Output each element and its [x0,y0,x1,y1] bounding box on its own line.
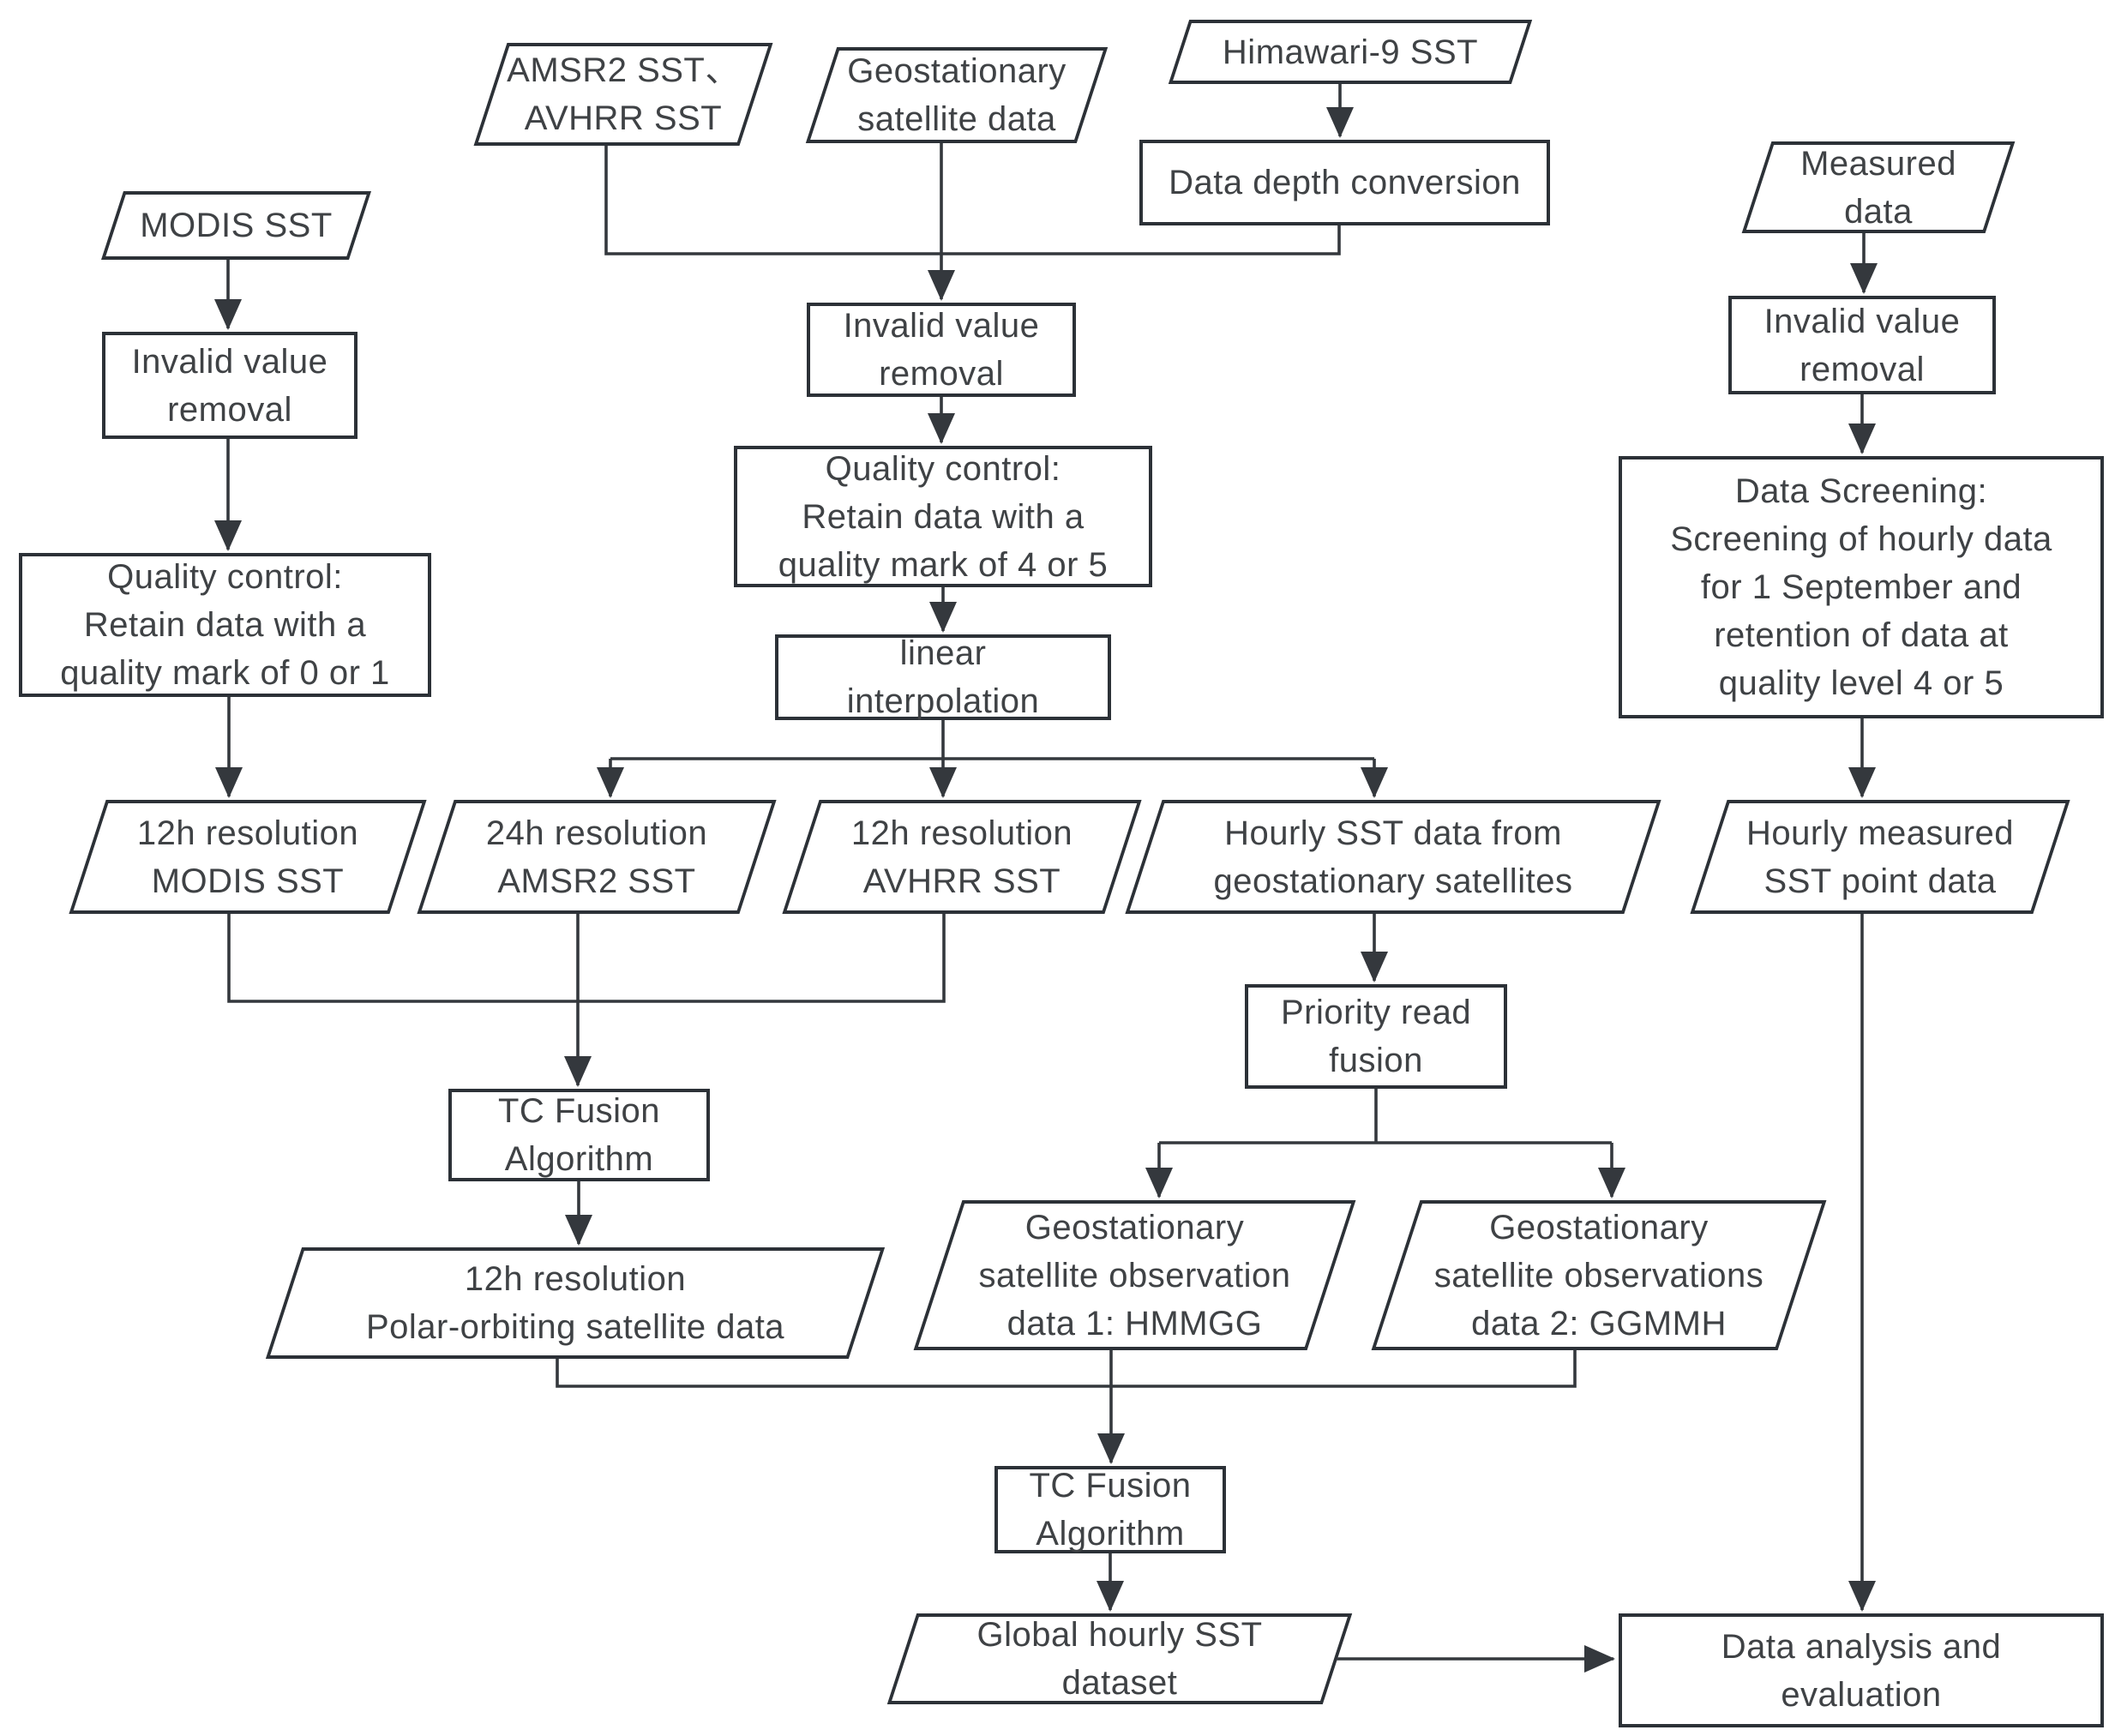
node-invalid-removal-right: Invalid value removal [1728,296,1996,394]
node-amsr2-avhrr-sst: AMSR2 SST、 AVHRR SST [473,43,773,146]
node-quality-control-mid: Quality control: Retain data with a qual… [734,446,1152,587]
node-invalid-removal-left: Invalid value removal [102,332,358,439]
node-global-dataset: Global hourly SST dataset [886,1613,1353,1704]
node-data-depth-conversion: Data depth conversion [1139,140,1550,225]
connector-polar-to-merge [556,1359,1111,1388]
node-label: Invalid value removal [843,307,1040,393]
node-label: TC Fusion Algorithm [1029,1467,1192,1553]
node-label: TC Fusion Algorithm [498,1092,660,1178]
node-label: Data depth conversion [1169,164,1521,201]
node-priority-read-fusion: Priority read fusion [1245,984,1507,1089]
node-label: Invalid value removal [1764,302,1961,388]
node-label: Geostationary satellite observation data… [978,1208,1291,1343]
node-label: Measured data [1800,144,1956,231]
node-label: Geostationary satellite observations dat… [1433,1208,1764,1343]
connector-amsr2avhrr-to-merge [604,145,941,255]
node-quality-control-left: Quality control: Retain data with a qual… [19,553,431,697]
node-label: 12h resolution AVHRR SST [850,814,1073,900]
node-label: Geostationary satellite data [847,52,1067,138]
node-data-analysis: Data analysis and evaluation [1619,1613,2104,1727]
node-geo-obs-1: Geostationary satellite observation data… [913,1200,1356,1350]
node-label: Data Screening: Screening of hourly data… [1670,472,2052,702]
node-label: Hourly measured SST point data [1745,814,2015,900]
connector-depthconv-to-merge [941,225,1341,255]
node-label: AMSR2 SST、 AVHRR SST [507,51,740,137]
node-label: 12h resolution Polar-orbiting satellite … [365,1260,785,1346]
node-label: linear interpolation [846,634,1040,720]
node-measured-data: Measured data [1741,141,2016,233]
node-label: Invalid value removal [131,342,328,429]
node-amsr2-24h: 24h resolution AMSR2 SST [417,800,777,914]
node-label: 12h resolution MODIS SST [136,814,359,900]
node-modis-sst: MODIS SST [101,191,371,260]
connector-geoobs2-to-merge [1111,1350,1577,1388]
node-geo-obs-2: Geostationary satellite observations dat… [1371,1200,1827,1350]
node-label: Quality control: Retain data with a qual… [778,449,1109,584]
node-data-screening: Data Screening: Screening of hourly data… [1619,456,2104,718]
node-label: MODIS SST [140,207,333,244]
node-modis-12h: 12h resolution MODIS SST [69,800,427,914]
node-hourly-geo-sst: Hourly SST data from geostationary satel… [1125,800,1661,914]
node-tc-fusion-2: TC Fusion Algorithm [994,1466,1226,1553]
node-geostationary-data: Geostationary satellite data [805,47,1109,143]
node-himawari9-sst: Himawari-9 SST [1168,20,1533,84]
node-tc-fusion-1: TC Fusion Algorithm [448,1089,710,1181]
node-linear-interpolation: linear interpolation [775,634,1111,720]
node-invalid-removal-mid: Invalid value removal [807,303,1076,397]
node-label: Hourly SST data from geostationary satel… [1213,814,1573,900]
node-label: Himawari-9 SST [1222,33,1479,71]
node-hourly-measured-sst: Hourly measured SST point data [1690,800,2070,914]
node-label: Priority read fusion [1280,994,1472,1079]
node-label: Global hourly SST dataset [976,1616,1263,1702]
node-polar-12h: 12h resolution Polar-orbiting satellite … [265,1247,886,1359]
node-avhrr-12h: 12h resolution AVHRR SST [782,800,1142,914]
node-label: Data analysis and evaluation [1721,1627,2002,1714]
connector-row-merge-bar [227,914,946,1003]
node-label: Quality control: Retain data with a qual… [60,558,390,692]
node-label: 24h resolution AMSR2 SST [485,814,708,900]
